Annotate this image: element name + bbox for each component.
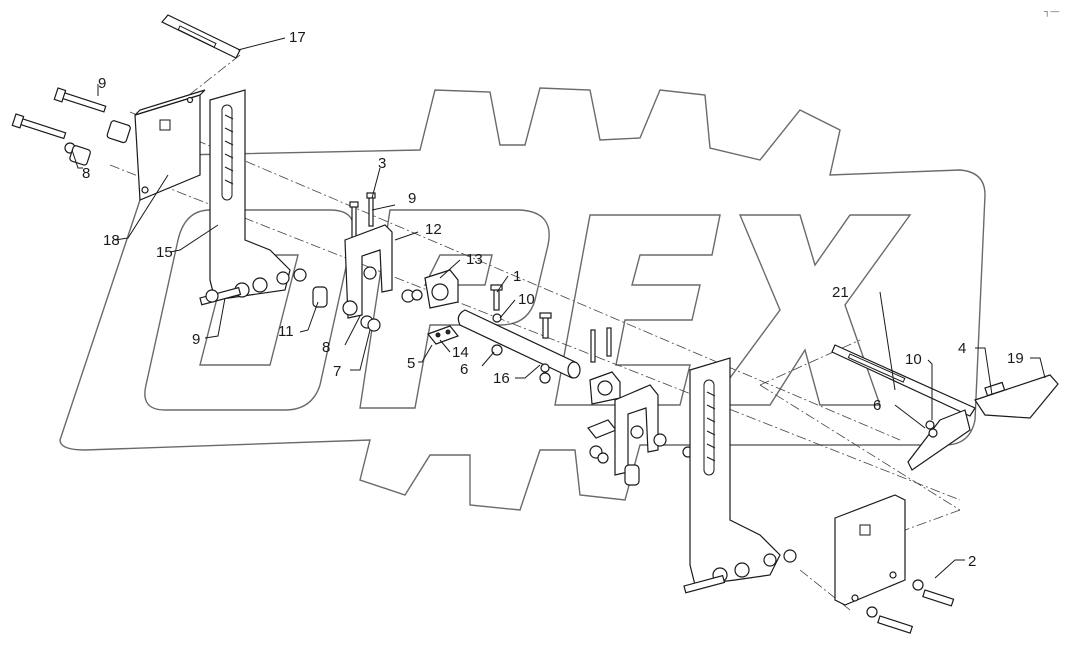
- callout-labels: 17 9 8 3 9 12 18 15 13 1 10 9 11 8 14 5 …: [82, 29, 1024, 570]
- callout-21: 21: [832, 284, 849, 301]
- part-10-6-right-hardware: [907, 409, 971, 471]
- callout-8-bracket: 8: [322, 339, 330, 356]
- callout-9-lower: 9: [192, 331, 200, 348]
- part-19-handle: [974, 374, 1059, 419]
- callout-16: 16: [493, 370, 510, 387]
- part-2-right-plate: [834, 494, 906, 606]
- part-9-bolt-upper: [53, 87, 131, 144]
- callout-8-lower-bolt: 8: [82, 165, 90, 182]
- callout-2: 2: [968, 553, 976, 570]
- axis-line: [109, 164, 961, 501]
- part-8-bolt-lower: [11, 113, 91, 166]
- callout-15: 15: [156, 244, 173, 261]
- callout-13: 13: [466, 251, 483, 268]
- callout-7: 7: [333, 363, 341, 380]
- corner-mark: ┐—: [1044, 6, 1059, 17]
- callout-19: 19: [1007, 350, 1024, 367]
- part-2-bolts: [866, 579, 955, 634]
- watermark-letter-e: [554, 214, 721, 406]
- axis-line: [129, 111, 901, 441]
- part-17-slotted-strap: [161, 14, 241, 59]
- callout-9-upper-bolt: 9: [98, 75, 106, 92]
- axis-line: [799, 569, 851, 611]
- callout-5: 5: [407, 355, 415, 372]
- part-7-8-washers: [360, 315, 381, 332]
- callout-10-center: 10: [518, 291, 535, 308]
- callout-6-right: 6: [873, 397, 881, 414]
- part-11-bushing: [312, 286, 328, 308]
- part-1-center-bolts: [490, 284, 552, 384]
- callout-1: 1: [513, 268, 521, 285]
- part-15-slotted-bracket: [199, 89, 307, 306]
- part-21-slotted-strap: [831, 344, 976, 417]
- watermark-letter-p: [359, 209, 550, 409]
- part-14-clamp-plate: [427, 325, 459, 345]
- assembly-axis-lines: [109, 54, 961, 611]
- part-right-slotted-bracket: [683, 357, 797, 594]
- callout-14: 14: [452, 344, 469, 361]
- callout-11: 11: [278, 323, 294, 340]
- watermark-letter-o: [144, 209, 355, 411]
- callout-4: 4: [958, 340, 966, 357]
- part-16-shaft: [457, 309, 581, 379]
- axis-line: [759, 339, 861, 386]
- leader-lines: [71, 37, 1046, 579]
- callout-9-bracket-bolt: 9: [408, 190, 416, 207]
- callout-17: 17: [289, 29, 306, 46]
- watermark-logo: [59, 87, 986, 511]
- part-13-clamp-block: [401, 269, 459, 309]
- callout-10-right: 10: [905, 351, 922, 368]
- part-12-u-bracket: [342, 224, 393, 319]
- part-18-mounting-plate: [134, 89, 206, 201]
- callout-12: 12: [425, 221, 442, 238]
- part-right-u-bracket: [614, 384, 694, 486]
- watermark-letter-x: [708, 214, 912, 406]
- callout-3: 3: [378, 155, 386, 172]
- axis-line: [904, 509, 961, 531]
- watermark-gear-outline: [59, 87, 986, 511]
- callout-18: 18: [103, 232, 120, 249]
- axis-line: [759, 384, 961, 511]
- part-right-clamp-block: [587, 327, 621, 464]
- callout-6-center: 6: [460, 361, 468, 378]
